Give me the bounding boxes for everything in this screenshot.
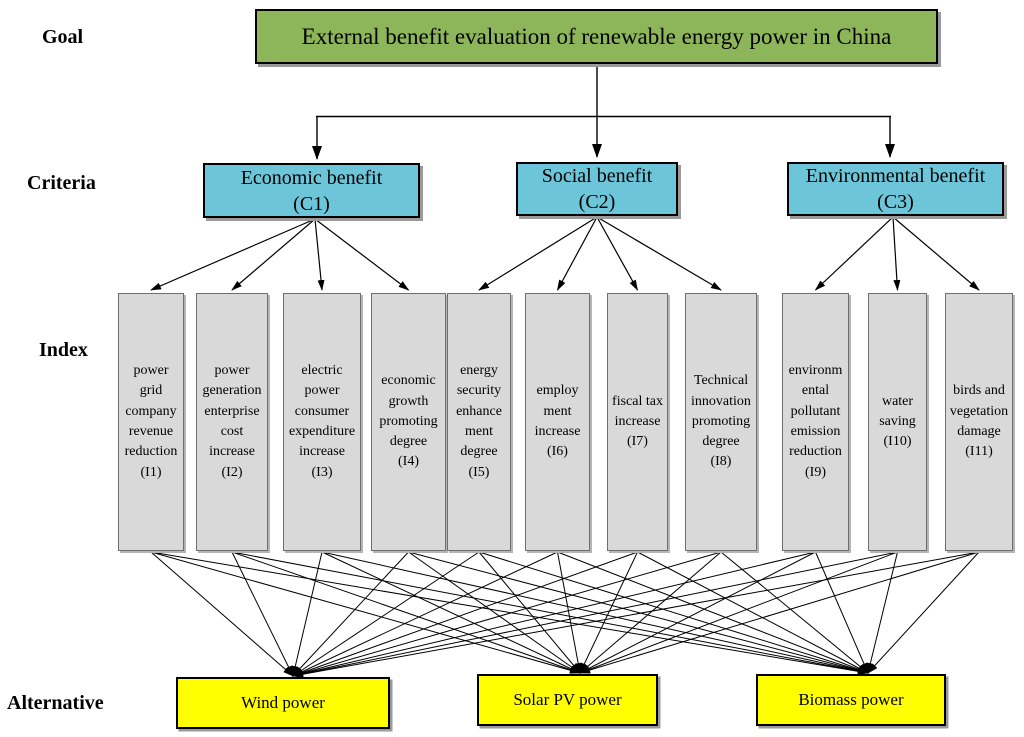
index-box-i2-label: power generation enterprise cost increas… (202, 363, 262, 480)
index-box-i5-label: energy security enhance ment degree (I5) (456, 363, 502, 480)
goal-row-label: Goal (42, 26, 84, 48)
alternative-box-solar-label: Solar PV power (513, 690, 622, 709)
index-box-i8: Technical innovation promoting degree (I… (685, 293, 757, 551)
index-box-i9-label: environm ental pollutant emission reduct… (788, 363, 843, 480)
index-box-i3: electric power consumer expenditure incr… (283, 293, 361, 551)
alternative-box-solar: Solar PV power (477, 674, 658, 726)
index-box-i6-label: employ ment increase (I6) (534, 383, 581, 460)
index-box-i5: energy security enhance ment degree (I5) (447, 293, 511, 551)
criteria-box-c1-label: Economic benefit (C1) (240, 166, 383, 215)
index-box-i9: environm ental pollutant emission reduct… (782, 293, 849, 551)
criteria-box-c3: Environmental benefit (C3) (787, 162, 1004, 216)
index-box-i7-label: fiscal tax increase (I7) (612, 393, 663, 450)
index-box-i2: power generation enterprise cost increas… (196, 293, 268, 551)
criteria-box-c2: Social benefit (C2) (516, 162, 678, 216)
index-box-i4: economic growth promoting degree (I4) (371, 293, 446, 551)
index-box-i6: employ ment increase (I6) (525, 293, 590, 551)
goal-box-label: External benefit evaluation of renewable… (301, 23, 892, 49)
goal-box: External benefit evaluation of renewable… (255, 9, 938, 64)
alternative-row-label: Alternative (7, 692, 104, 714)
criteria-box-c1: Economic benefit (C1) (203, 163, 420, 218)
alternative-box-wind-label: Wind power (241, 693, 325, 712)
index-box-i8-label: Technical innovation promoting degree (I… (691, 373, 751, 470)
criteria-row-label: Criteria (27, 172, 96, 194)
index-box-i7: fiscal tax increase (I7) (607, 293, 668, 551)
alternative-box-biomass: Biomass power (756, 674, 946, 726)
alternative-box-wind: Wind power (176, 677, 390, 729)
index-box-i11-label: birds and vegetation damage (I11) (949, 383, 1009, 460)
index-row-label: Index (39, 339, 88, 361)
index-box-i10: water saving (I10) (868, 293, 927, 551)
criteria-box-c2-label: Social benefit (C2) (541, 165, 653, 213)
index-box-i1: power grid company revenue reduction (I1… (118, 293, 184, 551)
alternative-box-biomass-label: Biomass power (798, 690, 904, 709)
index-box-i1-label: power grid company revenue reduction (I1… (124, 363, 178, 480)
index-box-i10-label: water saving (I10) (879, 393, 916, 450)
index-box-i4-label: economic growth promoting degree (I4) (379, 373, 438, 470)
criteria-box-c3-label: Environmental benefit (C3) (805, 165, 986, 213)
index-box-i11: birds and vegetation damage (I11) (945, 293, 1013, 551)
index-box-i3-label: electric power consumer expenditure incr… (288, 363, 356, 480)
